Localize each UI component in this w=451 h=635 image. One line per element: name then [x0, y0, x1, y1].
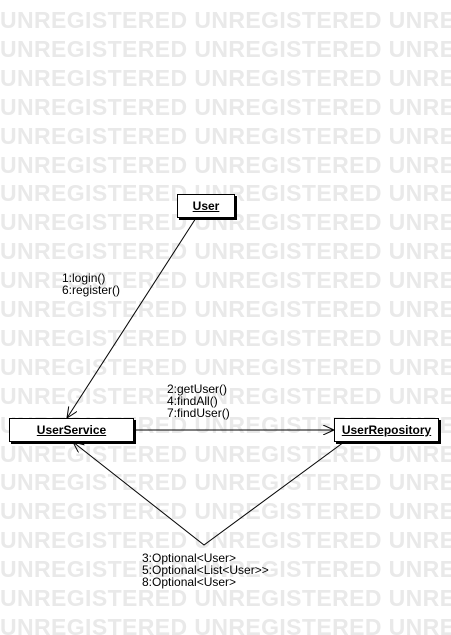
message-optional-list-user: 5:Optional<List<User>> — [142, 563, 269, 577]
message-login: 1:login() — [62, 271, 106, 285]
message-register: 6:register() — [62, 283, 121, 297]
userservice-object[interactable]: UserService — [9, 418, 134, 442]
messages-userservice-to-userrepository: 2:getUser() 4:findAll() 7:findUser() — [167, 383, 230, 419]
user-object[interactable]: User — [177, 194, 235, 218]
link-user-to-userservice — [67, 217, 197, 418]
messages-user-to-userservice: 1:login() 6:register() — [62, 272, 120, 296]
message-finduser: 7:findUser() — [167, 406, 230, 420]
messages-userrepository-to-userservice: 3:Optional<User> 5:Optional<List<User>> … — [142, 552, 269, 588]
user-object-label: User — [192, 199, 220, 213]
message-getuser: 2:getUser() — [167, 382, 228, 396]
userservice-object-label: UserService — [36, 423, 107, 437]
message-optional-user: 3:Optional<User> — [142, 551, 237, 565]
userrepository-object[interactable]: UserRepository — [334, 418, 439, 442]
message-findall: 4:findAll() — [167, 394, 218, 408]
message-optional-user-2: 8:Optional<User> — [142, 575, 237, 589]
userrepository-object-label: UserRepository — [341, 423, 432, 437]
link-userrepository-to-userservice — [73, 442, 345, 546]
